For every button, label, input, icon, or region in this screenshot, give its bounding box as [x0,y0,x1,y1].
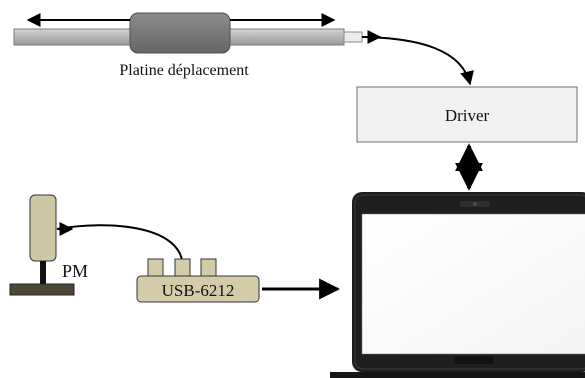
stage-label: Platine déplacement [119,62,249,79]
photomultiplier: PM [9,194,88,296]
daq-connector-3 [200,258,217,277]
laptop [330,192,585,378]
stage-carriage [129,12,231,54]
daq-label: USB-6212 [162,281,235,300]
laptop-webcam [473,202,477,206]
laptop-screen [361,213,585,355]
daq-body [136,275,260,303]
laptop-bezel-highlight [354,194,585,370]
pm-base [9,283,75,296]
driver-box: Driver [356,86,578,143]
daq-connector-2 [174,258,191,277]
laptop-bottom-logo [455,356,493,364]
stage-to-driver-curve [361,36,474,86]
laptop-keyboard-edge [330,372,585,378]
translation-stage: Platine déplacement [13,12,363,79]
pm-label: PM [62,261,88,281]
driver-label: Driver [445,106,490,125]
daq-box: USB-6212 [136,258,260,303]
stage-rail-tip [343,31,363,43]
pm-to-daq-cable [56,224,183,261]
pm-body [29,194,57,262]
pm-stand [40,261,46,285]
daq-connector-1 [147,258,164,277]
